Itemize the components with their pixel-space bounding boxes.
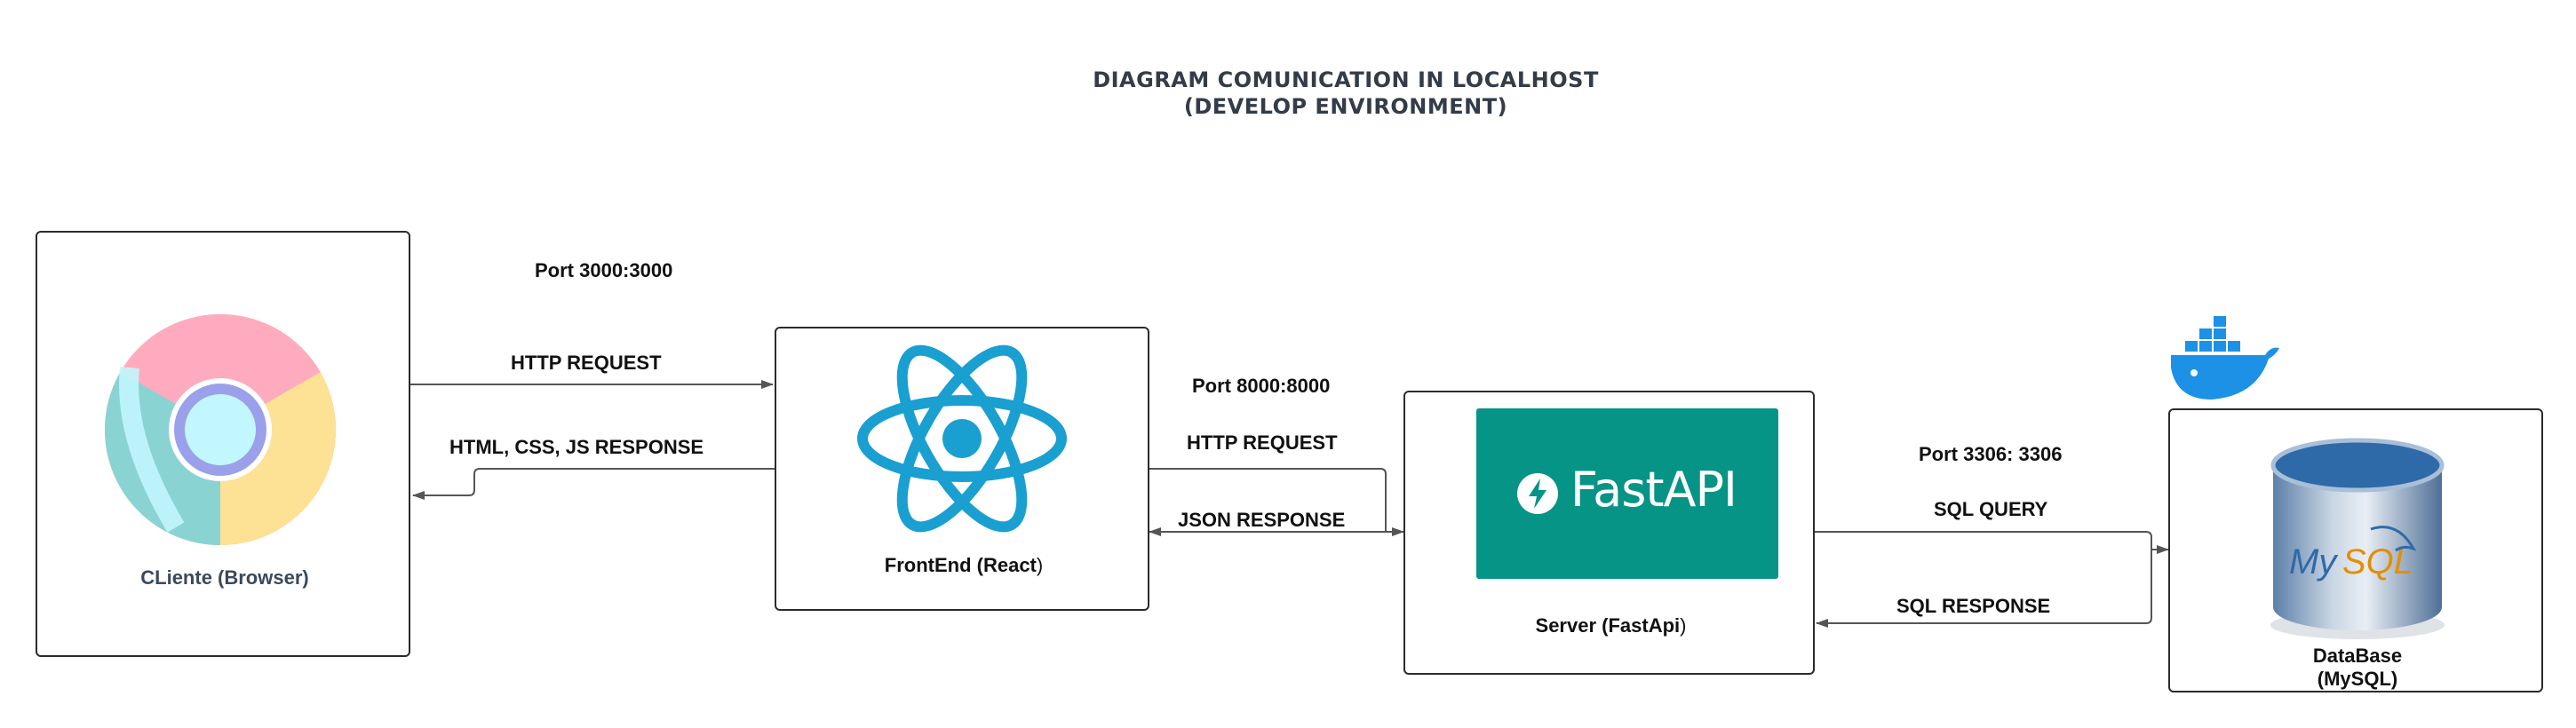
fastapi-icon bbox=[1517, 473, 1558, 514]
sql-query-label: SQL QUERY bbox=[1934, 498, 2048, 520]
frontend-label-main: FrontEnd (React bbox=[884, 554, 1037, 576]
frontend-label: FrontEnd (React) bbox=[776, 554, 1151, 577]
mysql-icon: My SQL bbox=[2270, 438, 2445, 639]
port-server-label: Port 8000:8000 bbox=[1192, 375, 1331, 397]
docker-icon bbox=[2171, 316, 2279, 400]
database-label-line1: DataBase bbox=[2312, 645, 2403, 667]
server-label: Server (FastApi) bbox=[1405, 614, 1817, 637]
sql-response-label: SQL RESPONSE bbox=[1896, 595, 2051, 617]
client-node: CLiente (Browser) bbox=[36, 231, 410, 657]
frontend-label-paren: ) bbox=[1036, 554, 1044, 576]
mysql-logo-text-my: My bbox=[2289, 542, 2339, 582]
fastapi-logo: FastAPI bbox=[1476, 408, 1778, 579]
react-icon bbox=[857, 344, 1067, 533]
port-frontend-label: Port 3000:3000 bbox=[535, 259, 673, 281]
client-label: CLiente (Browser) bbox=[140, 566, 309, 589]
http-request-label-1: HTTP REQUEST bbox=[511, 352, 662, 374]
server-label-main: Server (FastApi bbox=[1535, 614, 1681, 637]
port-database-label: Port 3306: 3306 bbox=[1919, 443, 2063, 465]
diagram-title: DIAGRAM COMUNICATION IN LOCALHOST bbox=[1093, 67, 1599, 92]
edge-frontend-to-server bbox=[1148, 468, 1404, 536]
server-label-paren: ) bbox=[1680, 614, 1687, 637]
frontend-node: FrontEnd (React) bbox=[775, 327, 1149, 611]
html-response-label: HTML, CSS, JS RESPONSE bbox=[449, 436, 704, 458]
json-response-label: JSON RESPONSE bbox=[1178, 509, 1346, 531]
http-request-label-2: HTTP REQUEST bbox=[1187, 431, 1338, 454]
chrome-icon bbox=[104, 314, 337, 545]
database-node: My SQL DataBase (MySQL) bbox=[2168, 408, 2543, 692]
database-label-line2: (MySQL) bbox=[2317, 668, 2398, 690]
server-node: FastAPI Server (FastApi) bbox=[1403, 391, 1815, 675]
edge-server-to-database bbox=[1815, 531, 2169, 554]
fastapi-logo-text: FastAPI bbox=[1570, 462, 1737, 518]
edge-frontend-to-client bbox=[412, 468, 775, 500]
diagram-subtitle: (DEVELOP ENVIRONMENT) bbox=[1183, 94, 1508, 119]
edge-database-to-server bbox=[1816, 550, 2152, 628]
